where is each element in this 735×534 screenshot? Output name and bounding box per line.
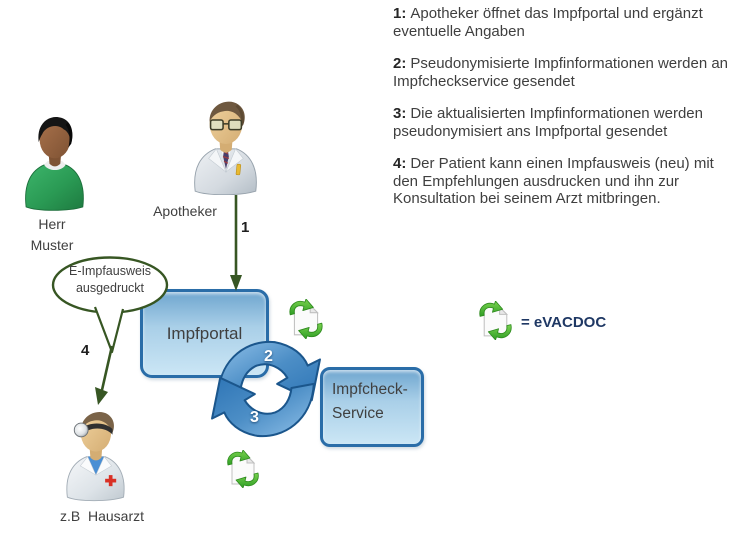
annotation-text: Apotheker öffnet das Impfportal und ergä… <box>393 5 703 40</box>
callout-line1: E-Impfausweis <box>69 264 151 278</box>
impfportal-label: Impfportal <box>166 323 243 343</box>
annotation-text: Die aktualisierten Impfinformationen wer… <box>393 105 703 140</box>
annotation-step-4: 4:Der Patient kann einen Impfausweis (ne… <box>393 155 734 208</box>
evacdoc-sync-document-icon <box>479 301 512 340</box>
flow-step-2-label: 2 <box>264 348 273 365</box>
patient-person-icon <box>25 116 84 211</box>
sync-document-icon <box>289 299 323 339</box>
flow-step-1-label: 1 <box>241 219 250 236</box>
legend-text: = eVACDOC <box>521 314 607 331</box>
annotation-step-3: 3:Die aktualisierten Impfinformationen w… <box>393 105 734 140</box>
doctor-label: z.B Hausarzt <box>59 508 145 524</box>
annotation-list: 1:Apotheker öffnet das Impfportal und er… <box>393 5 734 223</box>
blue-cycle-arrows-icon <box>211 340 321 438</box>
flow-step-3-label: 3 <box>250 409 259 426</box>
annotation-step-2: 2:Pseudonymisierte Impfinformationen wer… <box>393 55 734 90</box>
patient-label: Herr Muster <box>10 214 94 256</box>
annotation-text: Pseudonymisierte Impfinformationen werde… <box>393 55 729 90</box>
callout-bubble <box>51 256 169 354</box>
patient-label-line2: Muster <box>30 237 74 253</box>
callout-line2: ausgedruckt <box>75 281 145 295</box>
flow-arrow-4 <box>95 345 114 405</box>
pharmacist-person-icon <box>194 101 257 195</box>
pharmacist-label: Apotheker <box>153 203 217 219</box>
doctor-person-icon <box>66 411 125 502</box>
impfcheck-service-node: Impfcheck- Service <box>320 367 424 447</box>
flow-step-4-label: 4 <box>81 342 90 359</box>
annotation-number: 4: <box>393 155 407 172</box>
impfcheck-label-line2: Service <box>332 405 384 422</box>
flow-arrow-1 <box>230 195 242 291</box>
callout-text: E-Impfausweis ausgedruckt <box>58 263 162 297</box>
annotation-number: 3: <box>393 105 407 122</box>
annotation-number: 2: <box>393 55 407 72</box>
sync-document-icon <box>227 450 259 488</box>
patient-label-line1: Herr <box>38 216 66 232</box>
annotation-number: 1: <box>393 5 407 22</box>
annotation-text: Der Patient kann einen Impfausweis (neu)… <box>393 155 714 207</box>
impfcheck-label-line1: Impfcheck- <box>332 381 408 398</box>
annotation-step-1: 1:Apotheker öffnet das Impfportal und er… <box>393 5 734 40</box>
